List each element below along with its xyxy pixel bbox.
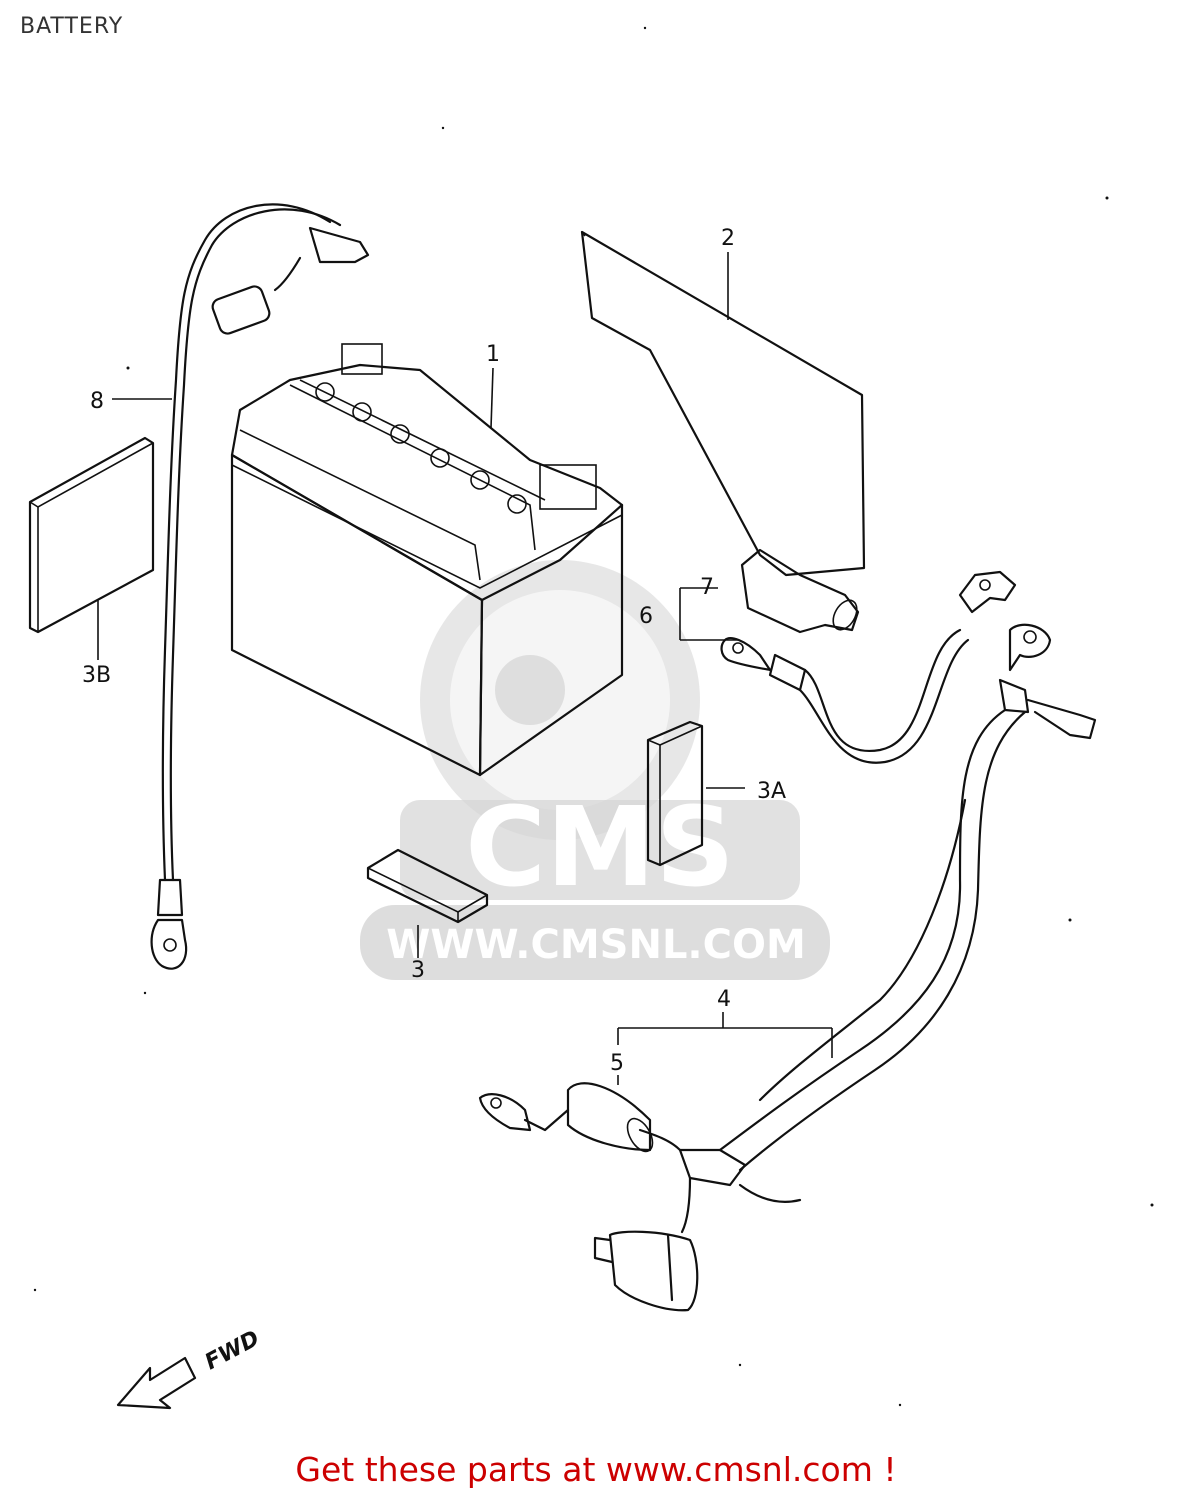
footer-cta[interactable]: Get these parts at www.cmsnl.com !: [295, 1450, 897, 1489]
callout-6: 6: [639, 604, 653, 629]
callout-1: 1: [486, 342, 500, 367]
part-8-cable: [150, 203, 370, 970]
part-1-battery: [230, 343, 624, 777]
part-6-cable: [720, 548, 1017, 764]
page-title: BATTERY: [20, 14, 124, 39]
fwd-label: FWD: [201, 1326, 264, 1375]
watermark-url: WWW.CMSNL.COM: [386, 922, 806, 968]
callout-5: 5: [610, 1051, 624, 1076]
part-3b-pad: [28, 436, 155, 634]
callouts: 1 2 3 3A 3B 4 5 6 7 8: [82, 226, 786, 1076]
callout-3b: 3B: [82, 663, 111, 688]
watermark-logo: CMS: [465, 783, 734, 911]
callout-4: 4: [717, 987, 731, 1012]
fwd-arrow: FWD: [116, 1326, 264, 1410]
callout-3: 3: [411, 958, 425, 983]
watermark: CMS WWW.CMSNL.COM: [360, 560, 830, 980]
part-2-sheet: [580, 230, 866, 577]
callout-8: 8: [90, 389, 104, 414]
scan-dots: [33, 26, 1154, 1407]
callout-2: 2: [721, 226, 735, 251]
callout-3a: 3A: [757, 779, 786, 804]
part-3a-pad: [646, 720, 704, 867]
callout-7: 7: [700, 575, 714, 600]
part-3-pad: [366, 848, 489, 924]
parts-diagram: CMS WWW.CMSNL.COM: [28, 26, 1154, 1410]
part-4-cable: [478, 623, 1097, 1312]
leader-lines: [97, 252, 833, 1085]
